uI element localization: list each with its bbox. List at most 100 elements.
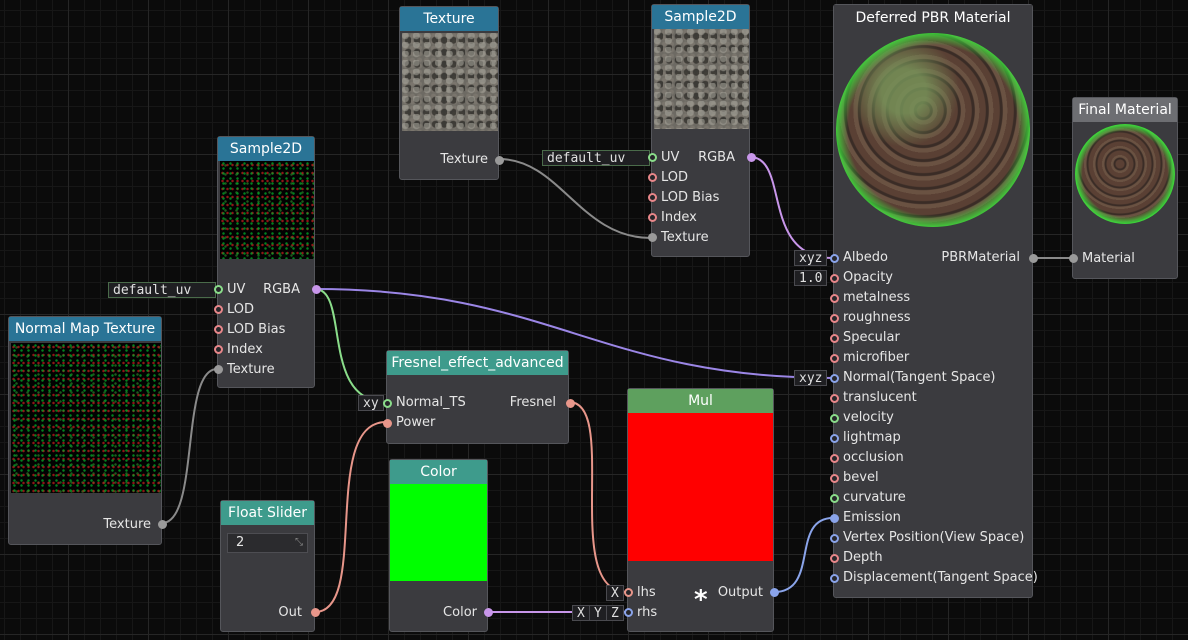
velocity-input-port[interactable] [830, 414, 839, 423]
node-title[interactable]: Fresnel_effect_advanced [387, 351, 568, 375]
node-title[interactable]: Deferred PBR Material [834, 5, 1032, 31]
opacity-value-chip[interactable]: 1.0 [794, 270, 828, 286]
lod-input-port[interactable] [648, 173, 657, 182]
opacity-input-port[interactable] [830, 274, 839, 283]
rhs-chip-z[interactable]: Z [606, 605, 624, 621]
pbr-output-port[interactable] [1029, 254, 1038, 263]
node-title[interactable]: Final Material [1073, 98, 1177, 122]
node-title[interactable]: Mul [628, 389, 773, 413]
input-label-metalness: metalness [843, 290, 911, 305]
wire-texture-to-sample[interactable] [498, 158, 652, 239]
color-swatch[interactable] [390, 484, 487, 581]
translucent-input-port[interactable] [830, 394, 839, 403]
occlusion-input-port[interactable] [830, 454, 839, 463]
node-title[interactable]: Sample2D [652, 5, 749, 29]
lod-bias-input-port[interactable] [648, 193, 657, 202]
out-output-port[interactable] [311, 608, 320, 617]
texture-output-port[interactable] [495, 156, 504, 165]
index-input-port[interactable] [648, 213, 657, 222]
lightmap-input-port[interactable] [830, 434, 839, 443]
lod-bias-input-port[interactable] [214, 325, 223, 334]
texture-input-port[interactable] [648, 233, 657, 242]
float-slider-node[interactable]: Float Slider 2 ⤡ Out [220, 500, 320, 632]
wire-mul-to-emission[interactable] [773, 517, 834, 593]
lhs-input-port[interactable] [624, 588, 633, 597]
node-title[interactable]: Float Slider [221, 501, 314, 525]
float-value-field[interactable]: 2 ⤡ [227, 533, 308, 553]
wire-rgba-to-albedo[interactable] [749, 156, 834, 259]
input-label-curvature: curvature [843, 490, 906, 505]
input-label-lod: LOD [661, 170, 689, 185]
input-label-translucent: translucent [843, 390, 917, 405]
normal-sample-preview [220, 161, 314, 259]
displacement-input-port[interactable] [830, 574, 839, 583]
wire-normaltex-to-texture[interactable] [161, 368, 218, 524]
rgba-output-port[interactable] [747, 153, 756, 162]
albedo-input-port[interactable] [830, 254, 839, 263]
specular-input-port[interactable] [830, 334, 839, 343]
uv-input-port[interactable] [214, 285, 223, 294]
texture-output-port[interactable] [158, 520, 167, 529]
roughness-input-port[interactable] [830, 314, 839, 323]
texture-input-port[interactable] [214, 365, 223, 374]
pbr-material-node[interactable]: Deferred PBR Material xyz 1.0 xyz Albedo… [794, 4, 1038, 598]
input-label-specular: Specular [843, 330, 900, 345]
vertex-position-input-port[interactable] [830, 534, 839, 543]
input-label-rhs: rhs [637, 605, 658, 620]
uv-input-port[interactable] [648, 153, 657, 162]
texture-node-top[interactable]: Texture Texture [399, 6, 504, 180]
node-title[interactable]: Texture [400, 7, 498, 31]
sample2d-node-left[interactable]: Sample2D default_uv UV LOD LOD Bias Inde… [108, 136, 321, 388]
normal-ts-input-port[interactable] [383, 399, 392, 408]
fresnel-node[interactable]: Fresnel_effect_advanced xy Normal_TS Pow… [358, 350, 575, 444]
multiply-operator-icon: * [694, 585, 708, 615]
rhs-chip-x[interactable]: X [572, 605, 590, 621]
emission-input-port[interactable] [830, 514, 839, 523]
mul-output-port[interactable] [770, 588, 779, 597]
normal-ts-chip[interactable]: xy [358, 395, 384, 411]
albedo-value-chip[interactable]: xyz [794, 250, 828, 266]
microfiber-input-port[interactable] [830, 354, 839, 363]
input-label-texture: Texture [661, 230, 709, 245]
input-label-lod-bias: LOD Bias [227, 322, 286, 337]
rhs-chip-y[interactable]: Y [589, 605, 607, 621]
material-input-port[interactable] [1069, 254, 1078, 263]
wire-rgba-to-normal[interactable] [314, 288, 834, 379]
fresnel-output-port[interactable] [566, 399, 575, 408]
node-title[interactable]: Normal Map Texture [9, 317, 161, 341]
index-input-port[interactable] [214, 345, 223, 354]
bevel-input-port[interactable] [830, 474, 839, 483]
input-label-lhs: lhs [637, 585, 656, 600]
power-input-port[interactable] [383, 419, 392, 428]
node-title[interactable]: Sample2D [218, 137, 314, 161]
normal-map-texture-node[interactable]: Normal Map Texture Texture [8, 316, 167, 545]
color-node[interactable]: Color Color [389, 459, 493, 632]
curvature-input-port[interactable] [830, 494, 839, 503]
final-material-node[interactable]: Final Material Material [1069, 97, 1178, 279]
lhs-chip[interactable]: X [606, 585, 624, 601]
normal-value-chip[interactable]: xyz [794, 370, 828, 386]
node-title[interactable]: Color [390, 460, 487, 484]
input-label-uv: UV [661, 150, 680, 165]
sample2d-node-top[interactable]: Sample2D default_uv UV LOD LOD Bias Inde… [542, 4, 756, 257]
lod-input-port[interactable] [214, 305, 223, 314]
input-label-vertex-position: Vertex Position(View Space) [843, 530, 1025, 545]
rhs-input-port[interactable] [624, 608, 633, 617]
input-label-index: Index [227, 342, 263, 357]
input-label-material: Material [1082, 251, 1135, 266]
final-preview-sphere [1075, 124, 1175, 224]
wire-slider-to-power[interactable] [314, 421, 387, 613]
input-label-normal-ts: Normal_TS [396, 395, 466, 410]
uv-default-chip[interactable]: default_uv [542, 150, 650, 166]
metalness-input-port[interactable] [830, 294, 839, 303]
mul-node[interactable]: Mul X lhs X Y Z rhs * Output [572, 388, 779, 632]
color-output-port[interactable] [484, 608, 493, 617]
resize-drag-icon[interactable]: ⤡ [295, 537, 303, 548]
wire-rgba-to-normal-ts[interactable] [314, 288, 387, 403]
rgba-output-port[interactable] [312, 285, 321, 294]
normal-input-port[interactable] [830, 374, 839, 383]
depth-input-port[interactable] [830, 554, 839, 563]
input-label-microfiber: microfiber [843, 350, 910, 365]
uv-default-chip[interactable]: default_uv [108, 282, 216, 298]
wire-fresnel-to-lhs[interactable] [568, 401, 628, 593]
